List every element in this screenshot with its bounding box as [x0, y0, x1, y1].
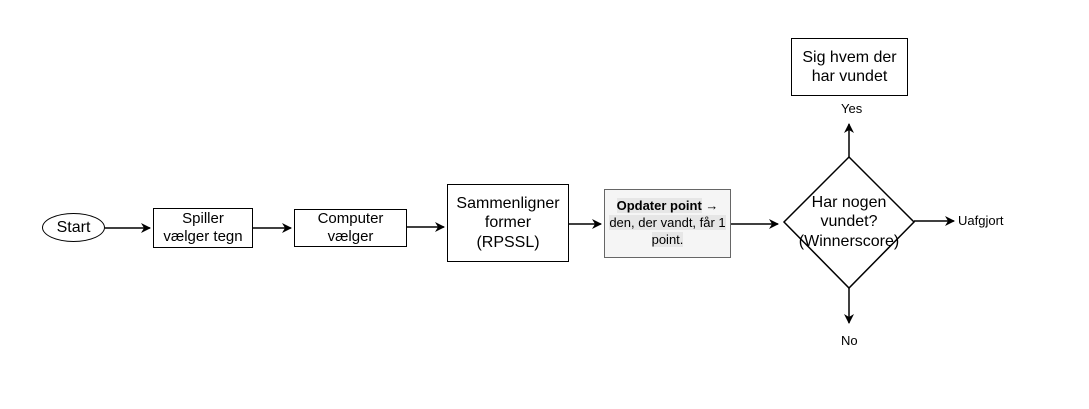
computer-node: Computer vælger: [294, 209, 407, 247]
decision-label: Har nogen vundet? (Winnerscore): [798, 194, 900, 250]
start-label: Start: [56, 218, 91, 236]
sammenligner-node: Sammenligner former (RPSSL): [447, 184, 569, 262]
decision-node: Har nogen vundet? (Winnerscore): [784, 187, 914, 257]
computer-label: Computer vælger: [317, 210, 384, 245]
edge-label-no: No: [841, 333, 858, 348]
winner-label: Sig hvem der har vundet: [802, 48, 897, 85]
opdater-arrow: →: [705, 198, 719, 214]
spiller-label: Spiller vælger tegn: [163, 210, 243, 245]
spiller-node: Spiller vælger tegn: [153, 208, 253, 248]
opdater-title: Opdater point: [616, 198, 702, 214]
start-node: Start: [42, 213, 105, 242]
sammenligner-label: Sammenligner former (RPSSL): [456, 195, 560, 251]
edge-label-yes: Yes: [841, 101, 863, 116]
opdater-node: Opdater point → den, der vandt, får 1 po…: [604, 189, 731, 258]
decision-diamond-shape: [782, 155, 916, 290]
opdater-body: den, der vandt, får 1 point.: [609, 215, 726, 247]
winner-node: Sig hvem der har vundet: [791, 38, 908, 96]
edge-label-uafgjort: Uafgjort: [958, 213, 1004, 228]
